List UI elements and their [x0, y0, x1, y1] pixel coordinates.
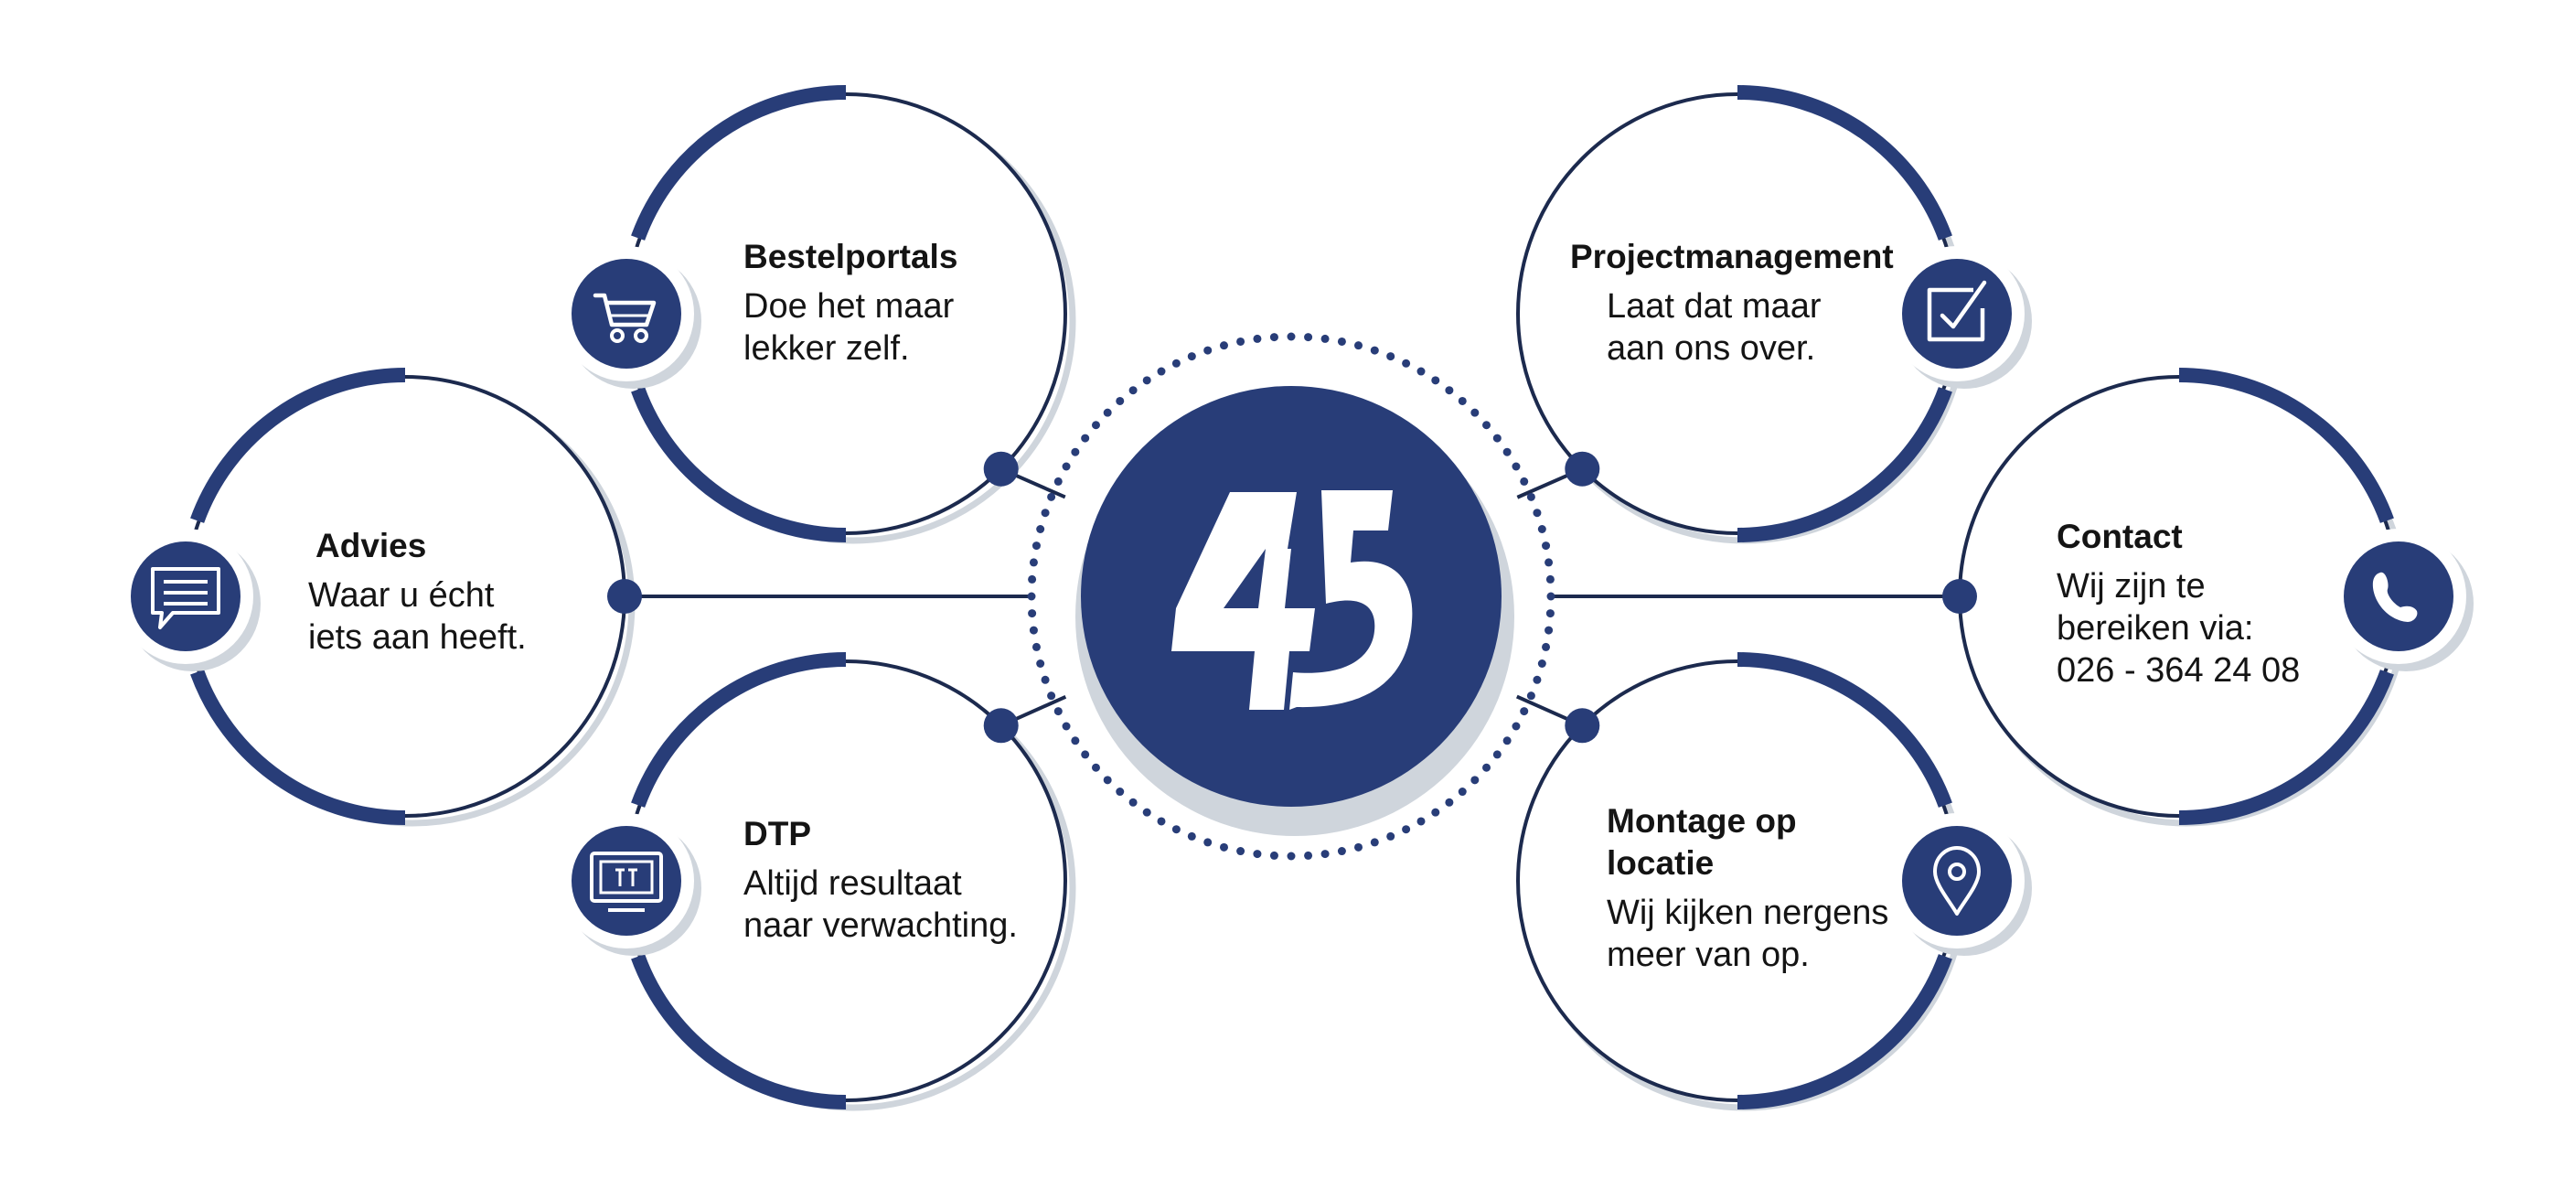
- service-title: DTP: [743, 815, 811, 852]
- badge-disc: [572, 259, 681, 369]
- connector-dot: [1942, 579, 1977, 614]
- service-ring-4: [1942, 368, 2410, 827]
- badge-disc: [572, 826, 681, 936]
- dotted-ring: [1027, 332, 1555, 861]
- ring-accent-arc: [1737, 85, 1952, 241]
- service-title: Projectmanagement: [1570, 238, 1894, 275]
- ring-accent-arc: [1737, 954, 1952, 1109]
- ring-accent-arc: [631, 387, 847, 542]
- logo-digit-5: [1289, 490, 1413, 710]
- checkbox-icon: [1889, 246, 2032, 389]
- center-hub: 45: [1027, 332, 1555, 861]
- service-description: Altijd resultaat naar verwachting.: [743, 864, 1018, 945]
- monitor-icon: [559, 813, 701, 956]
- service-title: Montage op locatie: [1607, 802, 1797, 882]
- service-contact: Contact Wij zijn te bereiken via: 026 - …: [2057, 516, 2300, 691]
- service-dtp: DTP Altijd resultaat naar verwachting.: [743, 813, 1018, 947]
- badge-disc: [131, 541, 240, 651]
- connector-dot: [983, 451, 1019, 487]
- service-ring-2: [625, 652, 1076, 1111]
- ring-accent-arc: [631, 652, 847, 808]
- location-pin-icon: [1889, 813, 2032, 956]
- connector-dot: [983, 708, 1019, 744]
- service-description: Wij kijken nergens meer van op.: [1607, 894, 1889, 974]
- service-description: Waar u écht iets aan heeft.: [308, 576, 527, 657]
- service-title: Contact: [2057, 518, 2183, 555]
- ring-accent-arc: [2178, 670, 2394, 825]
- service-rings: [184, 85, 2410, 1111]
- shopping-cart-icon: [559, 246, 701, 389]
- ring-accent-arc: [190, 670, 406, 825]
- connector-dot: [607, 579, 642, 614]
- service-ring-0: [625, 85, 1076, 544]
- badge-disc: [1902, 259, 2012, 369]
- service-description: Laat dat maar aan ons over.: [1607, 287, 1822, 368]
- ring-accent-arc: [190, 368, 406, 523]
- chat-bubble-icon: [118, 529, 261, 671]
- service-advies: Advies Waar u écht iets aan heeft.: [308, 525, 527, 659]
- service-title: Advies: [315, 527, 427, 564]
- logo-45-mark: 45: [1171, 490, 1413, 710]
- ring-accent-arc: [1737, 652, 1952, 808]
- connector-dot: [1565, 708, 1600, 744]
- service-description: Doe het maar lekker zelf.: [743, 287, 955, 368]
- service-montage-op-locatie: Montage op locatie Wij kijken nergens me…: [1607, 800, 1888, 976]
- ring-accent-arc: [631, 85, 847, 241]
- icon-badges: [118, 246, 2474, 956]
- hub-disc: [1081, 386, 1502, 807]
- connector-dot: [1565, 451, 1600, 487]
- ring-accent-arc: [631, 954, 847, 1109]
- phone-icon: [2331, 529, 2474, 671]
- service-description: Wij zijn te bereiken via: 026 - 364 24 0…: [2057, 567, 2301, 690]
- service-bestelportals: Bestelportals Doe het maar lekker zelf.: [743, 236, 957, 370]
- service-ring-1: [184, 368, 642, 827]
- ring-accent-arc: [2178, 368, 2394, 523]
- ring-accent-arc: [1737, 387, 1952, 542]
- service-title: Bestelportals: [743, 238, 958, 275]
- service-projectmanagement: Projectmanagement Laat dat maar aan ons …: [1570, 236, 1894, 370]
- badge-disc: [2344, 541, 2453, 651]
- logo-digit-4: [1171, 492, 1315, 710]
